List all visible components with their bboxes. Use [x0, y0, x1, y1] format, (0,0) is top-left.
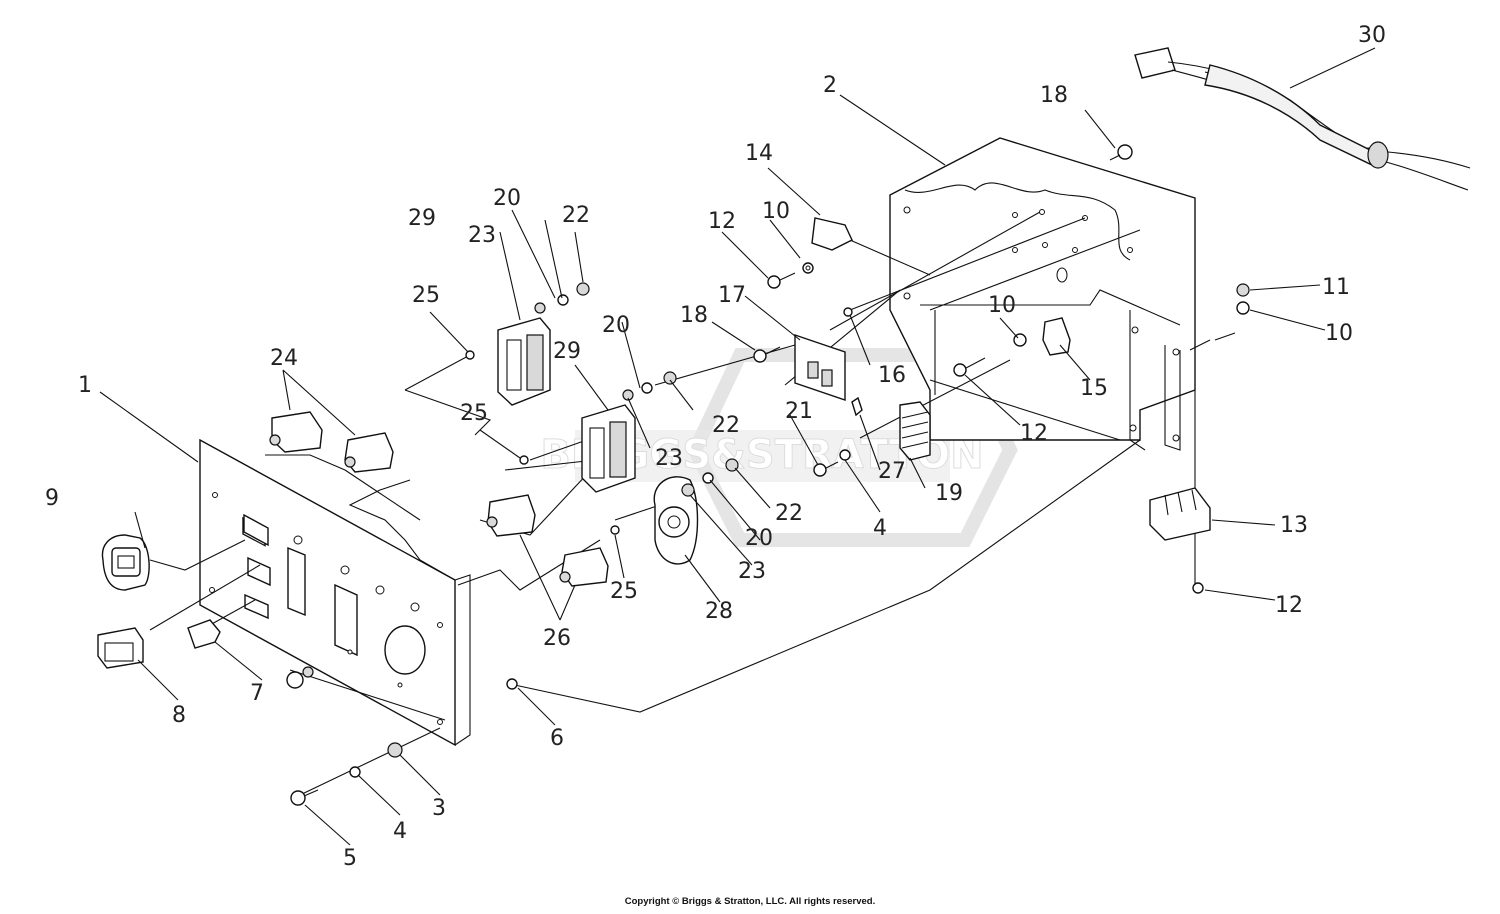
callout-27: 27 — [878, 459, 906, 484]
callout-14: 14 — [745, 141, 773, 166]
callout-12-a: 12 — [708, 209, 736, 234]
callout-29-a: 29 — [408, 206, 436, 231]
callout-7: 7 — [250, 681, 264, 706]
callout-20-c: 20 — [745, 526, 773, 551]
callout-21: 21 — [785, 399, 813, 424]
callout-4-a: 4 — [873, 516, 887, 541]
callout-13: 13 — [1280, 513, 1308, 538]
callout-25-a: 25 — [412, 283, 440, 308]
callout-15: 15 — [1080, 376, 1108, 401]
leader-lines — [149, 211, 1236, 796]
callout-23-b: 23 — [655, 446, 683, 471]
callout-10-c: 10 — [1325, 321, 1353, 346]
callout-20-a: 20 — [493, 186, 521, 211]
callout-24: 24 — [270, 346, 298, 371]
callout-18-b: 18 — [680, 303, 708, 328]
callout-17: 17 — [718, 283, 746, 308]
callout-25-b: 25 — [460, 401, 488, 426]
callout-22-c: 22 — [775, 501, 803, 526]
callout-12-c: 12 — [1275, 593, 1303, 618]
callout-28: 28 — [705, 599, 733, 624]
callout-23-a: 23 — [468, 223, 496, 248]
callout-10-b: 10 — [988, 293, 1016, 318]
callout-2: 2 — [823, 73, 837, 98]
callout-9: 9 — [45, 486, 59, 511]
callout-8: 8 — [172, 703, 186, 728]
callout-3: 3 — [432, 796, 446, 821]
chassis-housing — [889, 137, 1211, 451]
callout-4-b: 4 — [393, 819, 407, 844]
callout-25-c: 25 — [610, 579, 638, 604]
callout-leaders — [99, 47, 1376, 846]
callout-30: 30 — [1358, 23, 1386, 48]
callout-6: 6 — [550, 726, 564, 751]
callout-12-b: 12 — [1020, 421, 1048, 446]
callout-18-a: 18 — [1040, 83, 1068, 108]
callout-16: 16 — [878, 363, 906, 388]
copyright-notice: Copyright © Briggs & Stratton, LLC. All … — [624, 896, 876, 907]
callout-20-b: 20 — [602, 313, 630, 338]
callout-26: 26 — [543, 626, 571, 651]
callout-29-b: 29 — [553, 339, 581, 364]
callout-10-a: 10 — [762, 199, 790, 224]
callout-numbers: 1 2 3 4 4 5 6 7 8 9 10 10 10 11 12 12 12… — [45, 23, 1386, 871]
callout-11: 11 — [1322, 275, 1350, 300]
callout-22-a: 22 — [562, 203, 590, 228]
callout-1: 1 — [78, 373, 92, 398]
control-panel — [199, 438, 471, 747]
callout-5: 5 — [343, 846, 357, 871]
callout-23-c: 23 — [738, 559, 766, 584]
callout-19: 19 — [935, 481, 963, 506]
components — [97, 47, 1471, 806]
callout-22-b: 22 — [712, 413, 740, 438]
